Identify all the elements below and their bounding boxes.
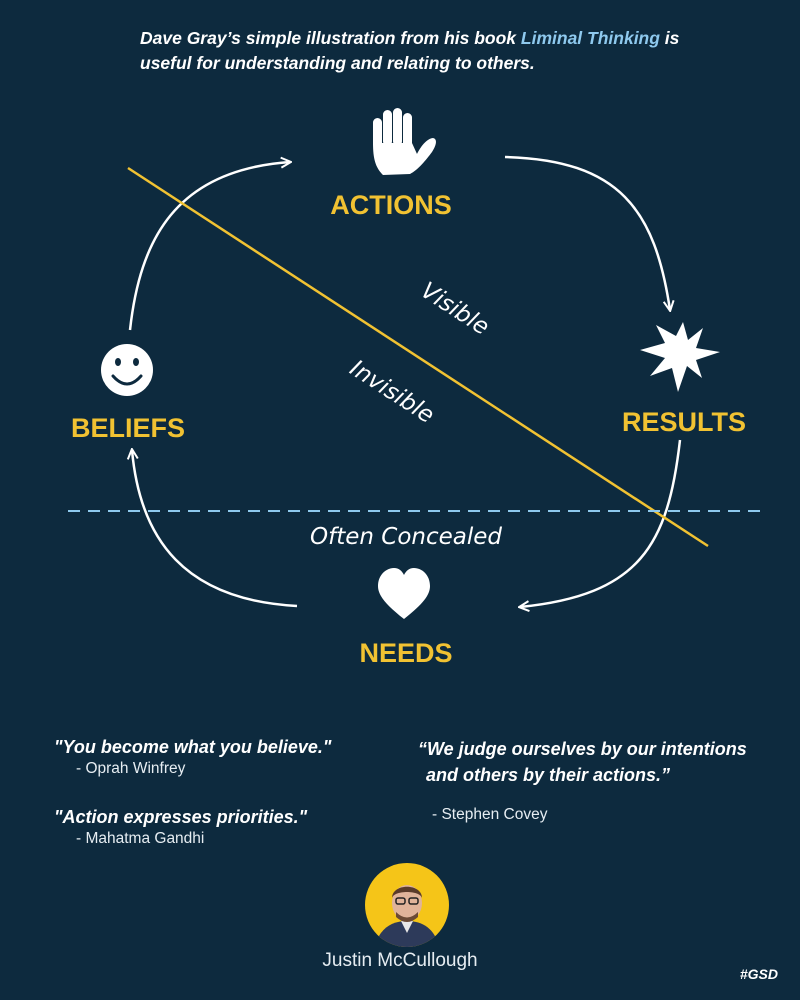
arrow-beliefs-to-actions xyxy=(128,162,290,331)
intro-before: Dave Gray’s simple illustration from his… xyxy=(140,28,521,48)
heart-icon xyxy=(378,568,430,619)
hashtag: #GSD xyxy=(739,966,778,982)
person-portrait-icon xyxy=(375,885,439,947)
smiley-icon xyxy=(101,344,153,396)
hand-icon xyxy=(373,108,436,175)
visible-label: Visible xyxy=(416,278,494,341)
arrow-actions-to-results xyxy=(504,155,670,310)
quote-oprah-author: - Oprah Winfrey xyxy=(76,760,186,777)
quote-gandhi: "Action expresses priorities." xyxy=(54,807,308,827)
intro-text: Dave Gray’s simple illustration from his… xyxy=(140,26,700,76)
actions-label: ACTIONS xyxy=(330,190,452,220)
quote-covey-author: - Stephen Covey xyxy=(432,806,548,823)
arrow-results-to-needs xyxy=(520,439,682,607)
quote-covey-line1: “We judge ourselves by our intentions xyxy=(418,739,747,759)
intro-after: is useful for understanding and relating… xyxy=(140,28,680,73)
quote-oprah: "You become what you believe." xyxy=(54,737,332,757)
beliefs-label: BELIEFS xyxy=(71,413,185,443)
quote-covey-line2: and others by their actions.” xyxy=(426,765,671,785)
book-title: Liminal Thinking xyxy=(520,28,660,48)
needs-label: NEEDS xyxy=(359,638,452,668)
often-concealed-label: Often Concealed xyxy=(310,524,502,550)
author-name: Justin McCullough xyxy=(322,950,478,971)
visibility-divider xyxy=(127,166,709,548)
starburst-icon xyxy=(640,322,720,392)
results-label: RESULTS xyxy=(622,407,746,437)
quote-gandhi-author: - Mahatma Gandhi xyxy=(76,830,205,847)
invisible-label: Invisible xyxy=(345,355,439,428)
avatar xyxy=(365,863,449,947)
arrow-needs-to-beliefs xyxy=(132,450,298,608)
